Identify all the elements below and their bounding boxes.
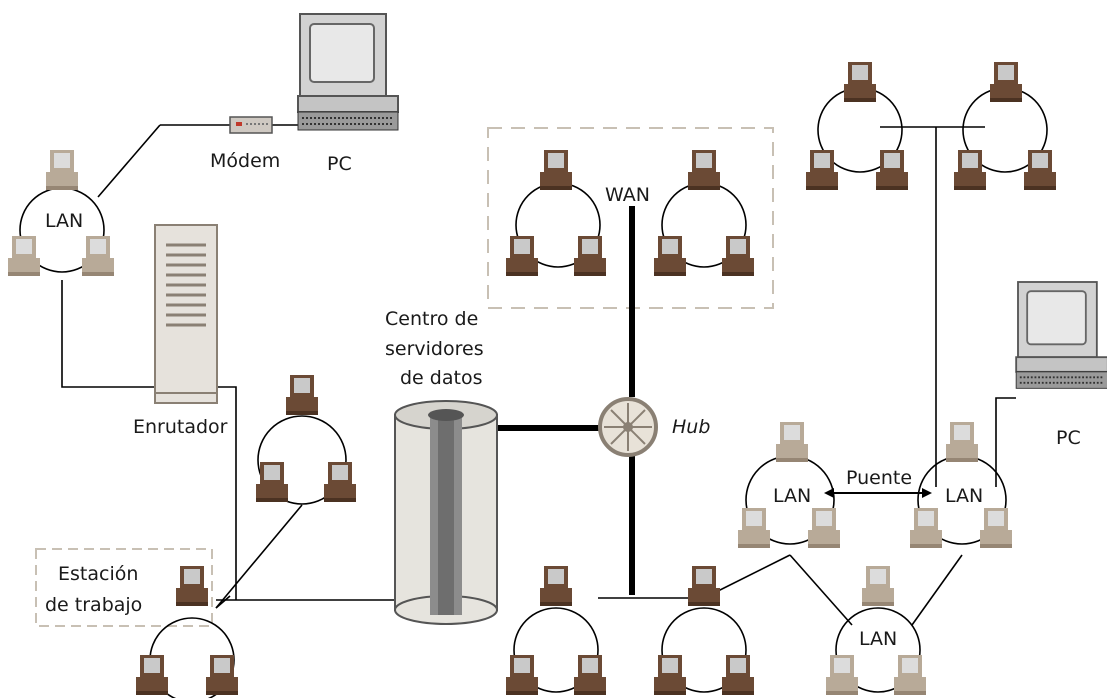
- bridge-label: Puente: [846, 467, 912, 489]
- data-server-icon: [395, 401, 497, 624]
- lan-bridge-left-label: LAN: [773, 485, 811, 507]
- lan-bridge-right-label: LAN: [945, 485, 983, 507]
- router-icon: [155, 225, 217, 403]
- desktop-computer-icon: [540, 150, 572, 190]
- desktop-computer-icon: [806, 150, 838, 190]
- desktop-computer-icon: [722, 236, 754, 276]
- personal-computer-icon: [1016, 282, 1107, 388]
- desktop-computer-icon: [1024, 150, 1056, 190]
- desktop-computer-icon: [688, 566, 720, 606]
- desktop-computer-icon: [722, 655, 754, 695]
- desktop-computer-icon: [808, 508, 840, 548]
- desktop-computer-icon: [826, 655, 858, 695]
- wan-label: WAN: [605, 184, 650, 206]
- desktop-computer-icon: [980, 508, 1012, 548]
- hub-label: Hub: [672, 416, 710, 438]
- desktop-computer-icon: [206, 655, 238, 695]
- datacenter-label-line2: servidores: [385, 338, 484, 360]
- desktop-computer-icon: [844, 62, 876, 102]
- desktop-computer-icon: [82, 236, 114, 276]
- desktop-computer-icon: [540, 566, 572, 606]
- desktop-computer-icon: [654, 236, 686, 276]
- workstation-label-line2: de trabajo: [45, 594, 142, 616]
- desktop-computer-icon: [876, 150, 908, 190]
- desktop-computer-icon: [954, 150, 986, 190]
- lan-bottom-label: LAN: [859, 628, 897, 650]
- desktop-computer-icon: [990, 62, 1022, 102]
- datacenter-label-line3: de datos: [400, 367, 482, 389]
- pc-right-label: PC: [1056, 427, 1081, 449]
- desktop-computer-icon: [654, 655, 686, 695]
- desktop-computer-icon: [574, 655, 606, 695]
- hub-wheel-icon: [600, 399, 656, 455]
- desktop-computer-icon: [776, 422, 808, 462]
- desktop-computer-icon: [862, 566, 894, 606]
- desktop-computer-icon: [286, 375, 318, 415]
- desktop-computer-icon: [506, 236, 538, 276]
- desktop-computer-icon: [506, 655, 538, 695]
- desktop-computer-icon: [256, 462, 288, 502]
- desktop-computer-icon: [136, 655, 168, 695]
- lan-left-label: LAN: [45, 210, 83, 232]
- desktop-computer-icon: [324, 462, 356, 502]
- desktop-computer-icon: [946, 422, 978, 462]
- workstation-label-line1: Estación: [58, 563, 138, 585]
- pc-top-label: PC: [327, 153, 352, 175]
- desktop-computer-icon: [176, 566, 208, 606]
- router-label: Enrutador: [133, 416, 228, 438]
- desktop-computer-icon: [688, 150, 720, 190]
- personal-computer-icon: [298, 14, 398, 130]
- datacenter-label-line1: Centro de: [385, 308, 478, 330]
- modem-icon: [230, 117, 272, 133]
- desktop-computer-icon: [738, 508, 770, 548]
- desktop-computer-icon: [46, 150, 78, 190]
- desktop-computer-icon: [8, 236, 40, 276]
- modem-label: Módem: [210, 150, 280, 172]
- desktop-computer-icon: [894, 655, 926, 695]
- desktop-computer-icon: [910, 508, 942, 548]
- desktop-computer-icon: [574, 236, 606, 276]
